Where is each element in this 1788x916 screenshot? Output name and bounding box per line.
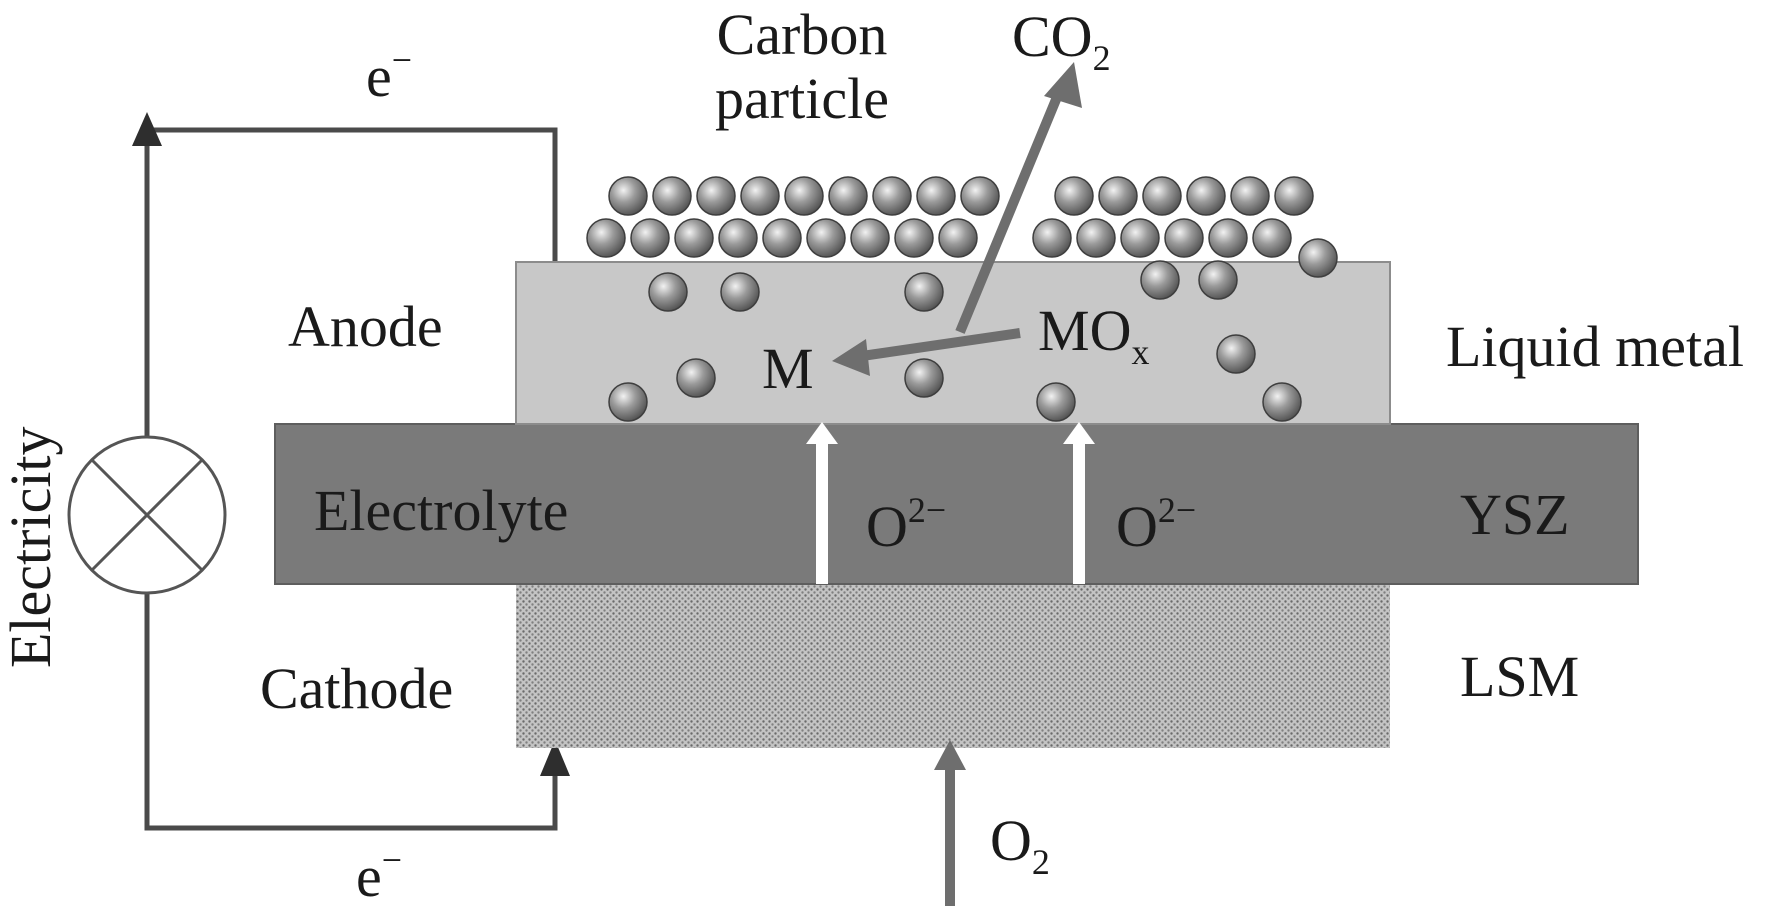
oxide-ion-arrow-2 (1063, 422, 1095, 584)
carbon-particle-icon (904, 358, 944, 398)
label-cathode: Cathode (260, 656, 454, 721)
carbon-particle-icon (652, 176, 692, 216)
carbon-particle-icon (850, 218, 890, 258)
carbon-particle-icon (1274, 176, 1314, 216)
carbon-particle-icon (960, 176, 1000, 216)
cathode-layer (516, 584, 1390, 748)
carbon-particle-icon (1208, 218, 1248, 258)
label-anode: Anode (288, 294, 443, 359)
carbon-particle-icon (586, 218, 626, 258)
carbon-particle-icon (1230, 176, 1270, 216)
lamp-icon (67, 435, 227, 595)
carbon-particle-icon (630, 218, 670, 258)
carbon-particle-icon (1054, 176, 1094, 216)
co2-arrow (955, 83, 1067, 334)
circuit-wire (144, 127, 558, 831)
o2-inlet-arrow-head-icon (934, 740, 966, 770)
carbon-particle-icon (1252, 218, 1292, 258)
carbon-particle-icon (806, 218, 846, 258)
carbon-particle-icon (674, 218, 714, 258)
carbon-particle-icon (1186, 176, 1226, 216)
label-oxide-ion-2: O2− (1116, 490, 1197, 559)
carbon-particle-icon (938, 218, 978, 258)
carbon-particle-icon (1298, 238, 1338, 278)
carbon-particle-icon (1198, 260, 1238, 300)
oxide-ion-arrow-1 (806, 422, 838, 584)
label-o2: O2 (990, 808, 1050, 883)
label-electricity: Electricity (0, 426, 63, 668)
mox-to-m-arrow-head-icon (832, 339, 870, 376)
label-co2: CO2 (1012, 4, 1111, 79)
label-lsm: LSM (1460, 644, 1580, 709)
carbon-particle-icon (696, 176, 736, 216)
carbon-particle-icon (872, 176, 912, 216)
carbon-particle-icon (1140, 260, 1180, 300)
carbon-particle-icon (1142, 176, 1182, 216)
label-particle: particle (715, 66, 889, 131)
carbon-particle-icon (904, 272, 944, 312)
carbon-particle-icon (720, 272, 760, 312)
label-electron-bottom: e− (356, 840, 403, 909)
electron-arrow-bottom-icon (540, 740, 570, 776)
mox-to-m-arrow (861, 328, 1021, 361)
carbon-particle-icon (1098, 176, 1138, 216)
carbon-particle-icon (1216, 334, 1256, 374)
carbon-particle-icon (894, 218, 934, 258)
carbon-particle-icon (676, 358, 716, 398)
carbon-particle-icon (828, 176, 868, 216)
carbon-particle-icon (1076, 218, 1116, 258)
label-ysz: YSZ (1460, 482, 1570, 547)
label-mox: MOx (1038, 298, 1150, 373)
label-carbon: Carbon (716, 2, 888, 67)
carbon-particle-icon (762, 218, 802, 258)
carbon-particle-icon (1164, 218, 1204, 258)
label-oxide-ion-1: O2− (866, 490, 947, 559)
carbon-particle-icon (740, 176, 780, 216)
carbon-particle-icon (648, 272, 688, 312)
carbon-particle-icon (1120, 218, 1160, 258)
carbon-particle-icon (1032, 218, 1072, 258)
label-electron-top: e− (366, 40, 413, 109)
electrolyte-layer (274, 423, 1639, 585)
carbon-particle-icon (718, 218, 758, 258)
carbon-particle-icon (608, 382, 648, 422)
co2-arrow-head-icon (1044, 62, 1082, 108)
carbon-particle-icon (916, 176, 956, 216)
electron-arrow-top-icon (132, 112, 162, 146)
label-liquid-metal: Liquid metal (1446, 314, 1744, 379)
carbon-particle-icon (784, 176, 824, 216)
carbon-particle-icon (608, 176, 648, 216)
label-m: M (762, 336, 814, 401)
label-electrolyte: Electrolyte (314, 478, 569, 543)
carbon-particles (586, 176, 1338, 422)
carbon-particle-icon (1036, 382, 1076, 422)
carbon-particle-icon (1262, 382, 1302, 422)
